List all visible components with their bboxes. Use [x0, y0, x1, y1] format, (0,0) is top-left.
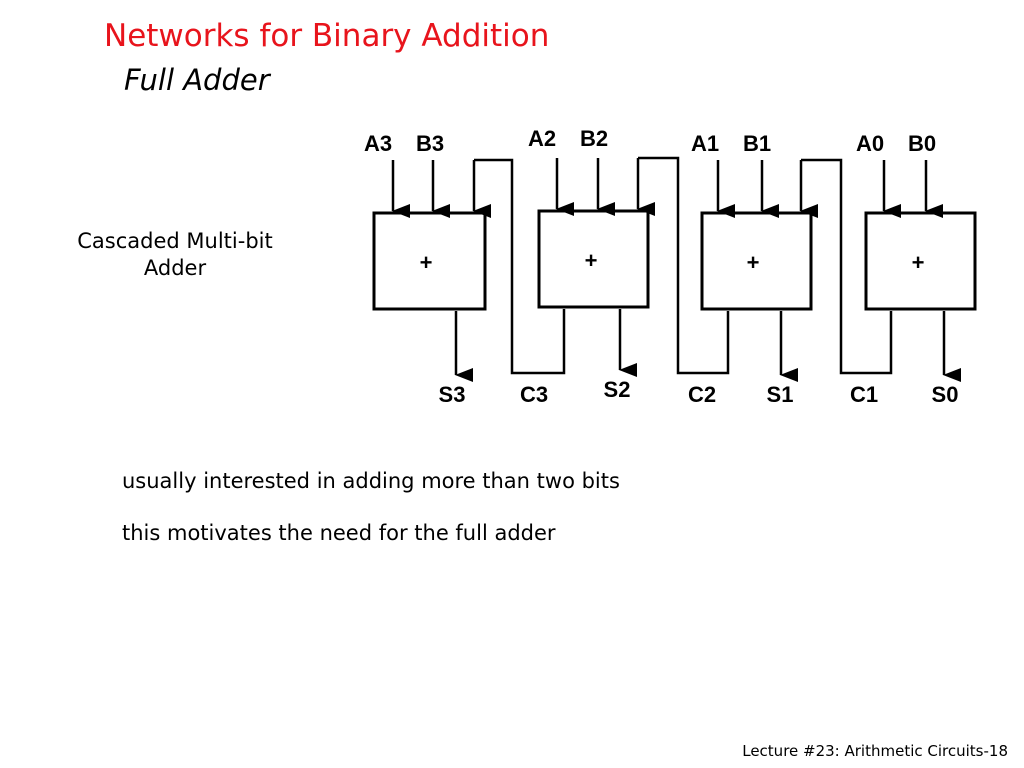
- bullet-text-1: usually interested in adding more than t…: [122, 469, 620, 493]
- label-s0: S0: [932, 382, 959, 407]
- bullet-text-2: this motivates the need for the full add…: [122, 521, 556, 545]
- label-c1: C1: [850, 382, 878, 407]
- label-a3: A3: [364, 131, 392, 156]
- adder-box-1: [700, 211, 813, 311]
- side-label-line1: Cascaded Multi-bit: [77, 229, 273, 253]
- label-s2: S2: [604, 377, 631, 402]
- label-c3: C3: [520, 382, 548, 407]
- carry-wire-c2: [638, 156, 730, 375]
- adder-3-symbol: +: [420, 250, 433, 275]
- label-s1: S1: [767, 382, 794, 407]
- adder-box-2: [537, 209, 650, 309]
- label-b0: B0: [908, 131, 936, 156]
- carry-wire-c1: [801, 158, 893, 375]
- adder-2-symbol: +: [585, 248, 598, 273]
- footer-lecture-label: Lecture #23: Arithmetic Circuits-18: [742, 742, 1008, 760]
- side-label: Cascaded Multi-bit Adder: [40, 228, 310, 282]
- label-b2: B2: [580, 126, 608, 151]
- label-c2: C2: [688, 382, 716, 407]
- slide-subtitle: Full Adder: [124, 63, 270, 97]
- label-b3: B3: [416, 131, 444, 156]
- carry-wire-c3: [474, 158, 566, 375]
- label-s3: S3: [439, 382, 466, 407]
- label-a1: A1: [691, 131, 719, 156]
- adder-box-3: [372, 211, 487, 311]
- side-label-line2: Adder: [143, 256, 207, 280]
- label-b1: B1: [743, 131, 771, 156]
- adder-1-symbol: +: [747, 250, 760, 275]
- adder-box-0: [864, 211, 977, 311]
- label-a2: A2: [528, 126, 556, 151]
- adder-0-symbol: +: [912, 250, 925, 275]
- label-a0: A0: [856, 131, 884, 156]
- slide-title: Networks for Binary Addition: [104, 18, 550, 54]
